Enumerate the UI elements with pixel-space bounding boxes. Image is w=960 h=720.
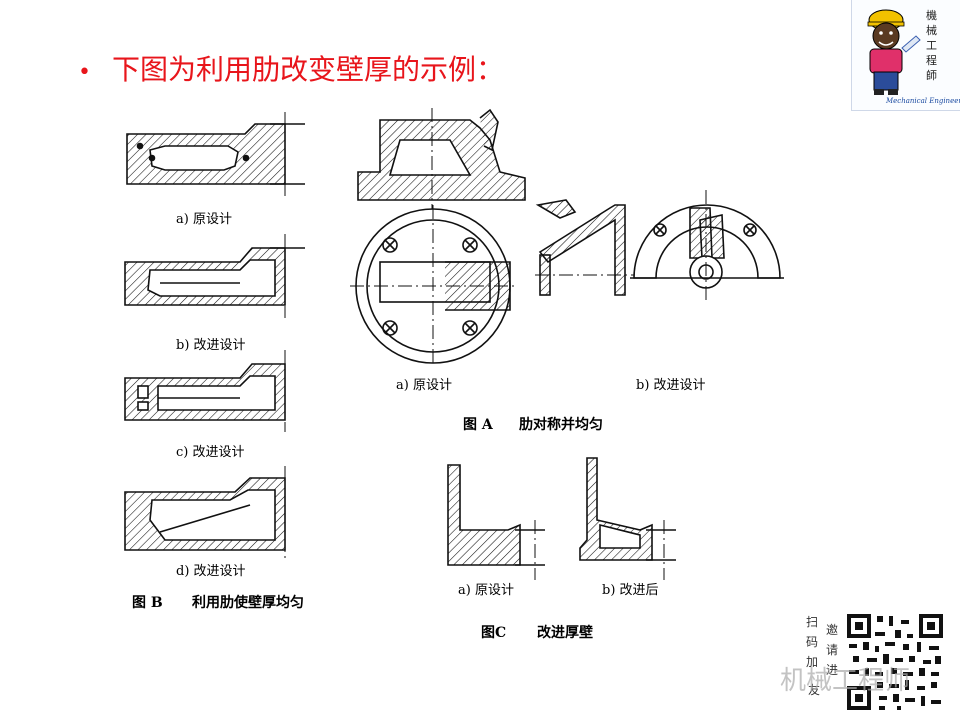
fig-b-title: 利用肋使壁厚均匀 bbox=[192, 595, 304, 611]
fig-b-c-drawing bbox=[124, 350, 286, 432]
fig-b-a-drawing bbox=[126, 112, 305, 196]
fig-a-title: 肋对称并均匀 bbox=[519, 417, 603, 433]
fig-c-label: 图C bbox=[481, 625, 507, 641]
fig-b-caption-b: b) 改进设计 bbox=[176, 338, 246, 353]
bullet-point: • bbox=[78, 60, 91, 85]
fig-b-d-drawing bbox=[124, 466, 286, 562]
fig-b-caption-d: d) 改进设计 bbox=[176, 564, 246, 579]
fig-c-caption-a: a) 原设计 bbox=[458, 583, 514, 598]
fig-c-caption-b: b) 改进后 bbox=[602, 583, 659, 598]
slide-title-text: 下图为利用肋改变壁厚的示例： bbox=[112, 53, 505, 86]
fig-b-label: 图 B bbox=[132, 595, 163, 611]
fig-a-caption-a: a) 原设计 bbox=[396, 378, 452, 393]
fig-b-b-drawing bbox=[124, 234, 305, 318]
fig-c-improved-drawing bbox=[579, 457, 676, 580]
qr-friend-text: 友 bbox=[808, 683, 821, 697]
logo-text: 機械工程師 bbox=[926, 9, 937, 82]
fig-b-caption-c: c) 改进设计 bbox=[176, 445, 245, 460]
fig-c-original-drawing bbox=[447, 464, 545, 580]
fig-a-original-plan bbox=[350, 205, 516, 367]
fig-a-label: 图 A bbox=[463, 417, 493, 433]
slide-title: • 下图为利用肋改变壁厚的示例： bbox=[78, 48, 504, 88]
fig-b-caption-a: a) 原设计 bbox=[176, 212, 232, 227]
mechanical-engineer-logo: 機械工程師 Mechanical Engineer bbox=[851, 0, 960, 111]
fig-a-improved-plan bbox=[630, 190, 784, 300]
fig-a-improved-section bbox=[535, 199, 640, 296]
fig-a-caption-b: b) 改进设计 bbox=[636, 378, 706, 393]
logo-subtitle: Mechanical Engineer bbox=[886, 97, 960, 105]
qr-right-text: 邀请进 bbox=[826, 623, 839, 677]
watermark-text: 机械工程师 bbox=[780, 666, 911, 696]
fig-a-original-section bbox=[357, 108, 526, 212]
qr-left-text: 扫码加 bbox=[806, 615, 819, 669]
engineer-cartoon-icon bbox=[867, 9, 921, 95]
fig-c-title: 改进厚壁 bbox=[537, 625, 593, 641]
qr-code-icon bbox=[845, 612, 945, 712]
